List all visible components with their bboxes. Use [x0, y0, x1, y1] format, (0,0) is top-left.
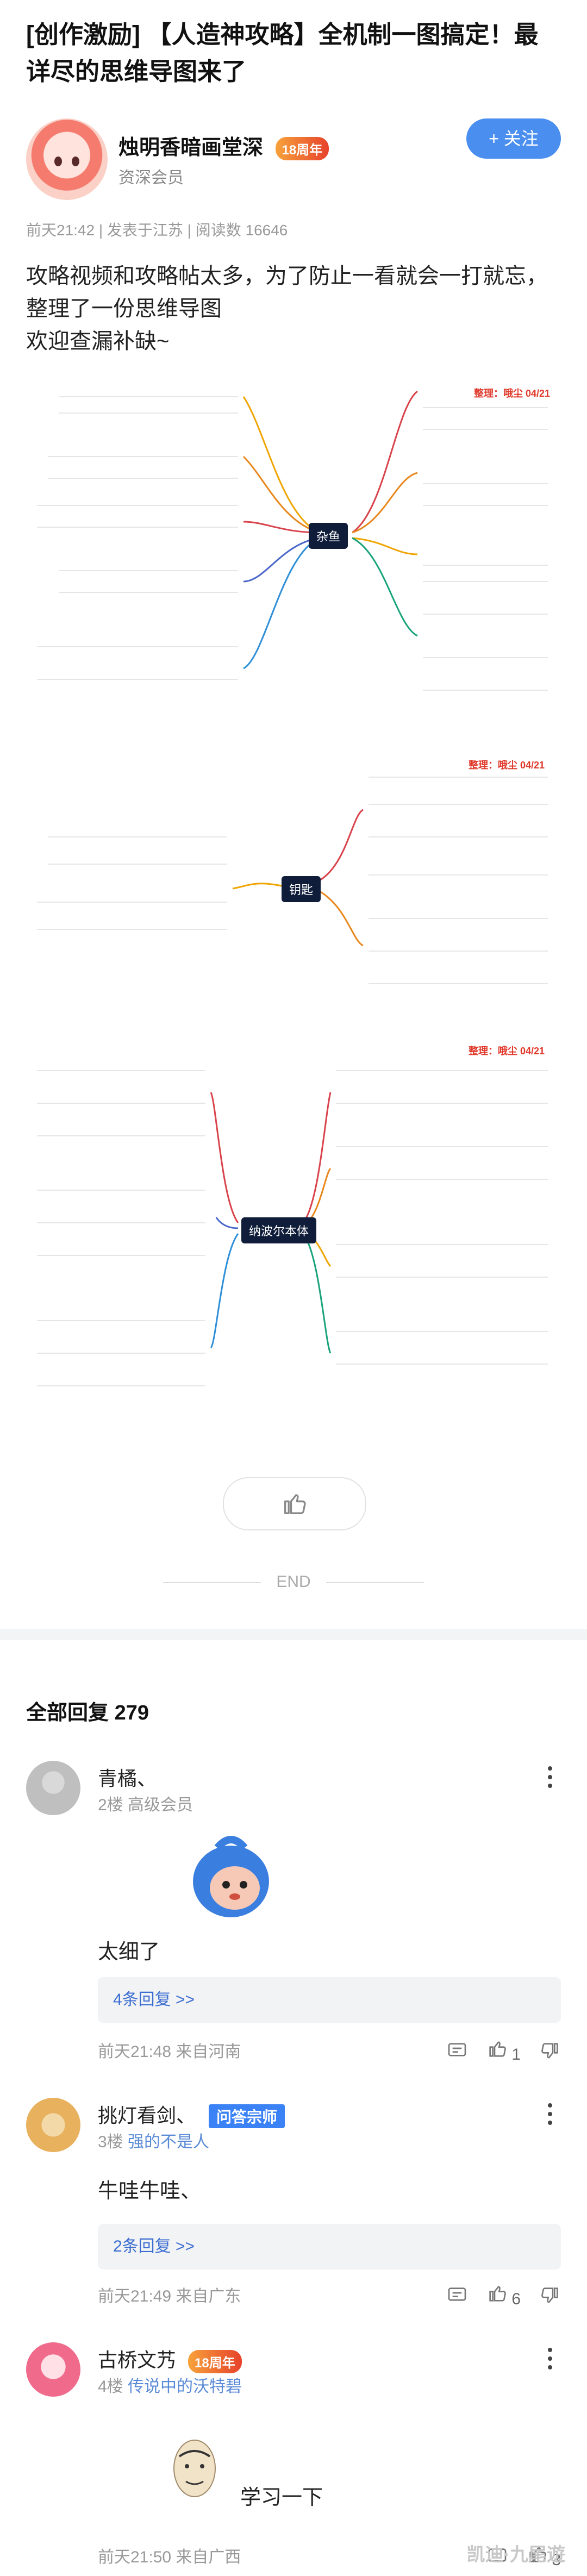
commenter-role: 传说中的沃特碧: [128, 2378, 242, 2396]
more-options-icon[interactable]: [548, 1766, 552, 1792]
end-marker: END: [0, 1573, 587, 1591]
mindmap-branches: [37, 390, 548, 691]
sticker-emoji: [193, 1836, 269, 1917]
comment-text: 牛哇牛哇、: [98, 2180, 202, 2203]
commenter-meta: 3楼 强的不是人: [98, 2128, 209, 2152]
mindmap-center: 钥匙: [282, 876, 321, 902]
mindmap-branches: [37, 1070, 548, 1386]
expert-badge: 问答宗师: [209, 2104, 285, 2128]
author-avatar[interactable]: [26, 118, 108, 200]
more-options-icon[interactable]: [548, 2103, 552, 2129]
thumbs-up-icon: [529, 2547, 547, 2562]
like-count: 1: [511, 2046, 521, 2064]
section-divider: [0, 1629, 587, 1640]
mindmap-credit: 整理：哦尘 04/21: [473, 388, 550, 399]
reply-icon[interactable]: [446, 2285, 468, 2306]
post-meta: 前天21:42 | 发表于江苏 | 阅读数 16646: [26, 222, 288, 239]
comment-floor: 3楼: [98, 2133, 123, 2151]
comment-floor: 2楼: [98, 1796, 123, 1814]
thumbs-up-icon: [489, 2286, 507, 2302]
more-options-icon[interactable]: [548, 2348, 552, 2374]
commenter-role: 强的不是人: [128, 2133, 210, 2151]
like-action[interactable]: 6: [486, 2283, 521, 2309]
like-count: 3: [552, 2551, 561, 2569]
like-count: 6: [511, 2290, 521, 2308]
mindmap-image-2[interactable]: 钥匙 整理：哦尘 04/21: [26, 755, 561, 1016]
comment: 古桥文艿 18周年 4楼 传说中的沃特碧 学习一下 前天21:50 来自广西 3: [26, 2342, 561, 2571]
commenter-avatar[interactable]: [26, 2098, 80, 2152]
comment-footer: 前天21:48 来自河南 1: [98, 2038, 561, 2065]
anniversary-badge: 18周年: [188, 2349, 242, 2373]
commenter-avatar[interactable]: [26, 1761, 80, 1815]
mindmap-image-1[interactable]: 杂鱼 整理：哦尘 04/21: [26, 375, 561, 734]
comment-time: 前天21:48 来自河南: [98, 2043, 241, 2061]
post-intro: 攻略视频和攻略帖太多，为了防止一看就会一打就忘， 整理了一份思维导图 欢迎查漏补…: [26, 260, 561, 358]
mindmap-credit: 整理：哦尘 04/21: [468, 760, 545, 771]
thumbs-down-icon[interactable]: [539, 2285, 561, 2306]
commenter-role: 高级会员: [128, 1796, 193, 1814]
like-button[interactable]: [223, 1477, 366, 1530]
thumbs-up-icon: [489, 2041, 507, 2057]
author-name[interactable]: 烛明香暗画堂深 18周年: [118, 130, 329, 161]
author-row: 烛明香暗画堂深 18周年 资深会员 + 关注: [26, 118, 561, 200]
comment-footer: 前天21:50 来自广西 3: [98, 2543, 561, 2571]
end-label: END: [276, 1573, 311, 1591]
mindmap-center: 杂鱼: [309, 523, 348, 549]
mindmap-image-3[interactable]: 纳波尔本体 整理：哦尘 04/21: [26, 1038, 561, 1418]
replies-title: 全部回复: [26, 1702, 109, 1724]
comment-time: 前天21:49 来自广东: [98, 2287, 241, 2305]
reply-icon[interactable]: [486, 2546, 508, 2567]
like-action[interactable]: 3: [527, 2543, 561, 2569]
replies-count: 279: [114, 1702, 149, 1724]
comment-time: 前天21:50 来自广西: [98, 2548, 241, 2566]
follow-button[interactable]: + 关注: [466, 118, 561, 159]
replies-header: 全部回复 279: [26, 1696, 149, 1725]
commenter-avatar[interactable]: [26, 2342, 80, 2397]
thumbs-up-icon: [284, 1494, 306, 1514]
post-title: [创作激励] 【人造神攻略】全机制一图搞定！最详尽的思维导图来了: [26, 21, 539, 85]
commenter-name[interactable]: 挑灯看剑、 问答宗师: [98, 2100, 285, 2128]
commenter-name[interactable]: 古桥文艿 18周年: [98, 2344, 242, 2373]
mindmap-center: 纳波尔本体: [241, 1217, 317, 1243]
comment: 挑灯看剑、 问答宗师 3楼 强的不是人 牛哇牛哇、 2条回复 >> 前天21:4…: [26, 2098, 561, 2308]
intro-line: 欢迎查漏补缺~: [26, 329, 170, 353]
anniversary-badge: 18周年: [275, 137, 329, 161]
comment-footer: 前天21:49 来自广东 6: [98, 2283, 561, 2310]
comment-text: 学习一下: [240, 2486, 323, 2509]
mindmap-branches: [37, 777, 548, 984]
thumbs-down-icon[interactable]: [539, 2040, 561, 2062]
comment-text: 太细了: [98, 1941, 160, 1964]
commenter-name-text[interactable]: 挑灯看剑、: [98, 2104, 196, 2127]
comment-floor: 4楼: [98, 2378, 123, 2396]
intro-line: 整理了一份思维导图: [26, 297, 222, 321]
commenter-meta: 4楼 传说中的沃特碧: [98, 2373, 242, 2397]
view-replies-link[interactable]: 4条回复 >>: [98, 1977, 561, 2023]
author-level: 资深会员: [118, 169, 184, 187]
reply-icon[interactable]: [446, 2040, 468, 2062]
mindmap-credit: 整理：哦尘 04/21: [468, 1046, 545, 1056]
avatar-eye: [72, 157, 79, 166]
commenter-name[interactable]: 青橘、: [98, 1767, 157, 1790]
avatar-eye: [54, 157, 62, 166]
intro-line: 攻略视频和攻略帖太多，为了防止一看就会一打就忘，: [26, 264, 548, 288]
sticker-emoji: [173, 2440, 216, 2497]
commenter-name-text[interactable]: 古桥文艿: [98, 2349, 177, 2371]
commenter-meta: 2楼 高级会员: [98, 1791, 193, 1815]
author-name-text[interactable]: 烛明香暗画堂深: [118, 136, 264, 159]
comment: 青橘、 2楼 高级会员 太细了 4条回复 >> 前天21:48 来自河南 1: [26, 1761, 561, 2065]
view-replies-link[interactable]: 2条回复 >>: [98, 2224, 561, 2269]
like-action[interactable]: 1: [486, 2038, 521, 2064]
site-watermark: 凯迪·九尾遊: [466, 2544, 565, 2565]
